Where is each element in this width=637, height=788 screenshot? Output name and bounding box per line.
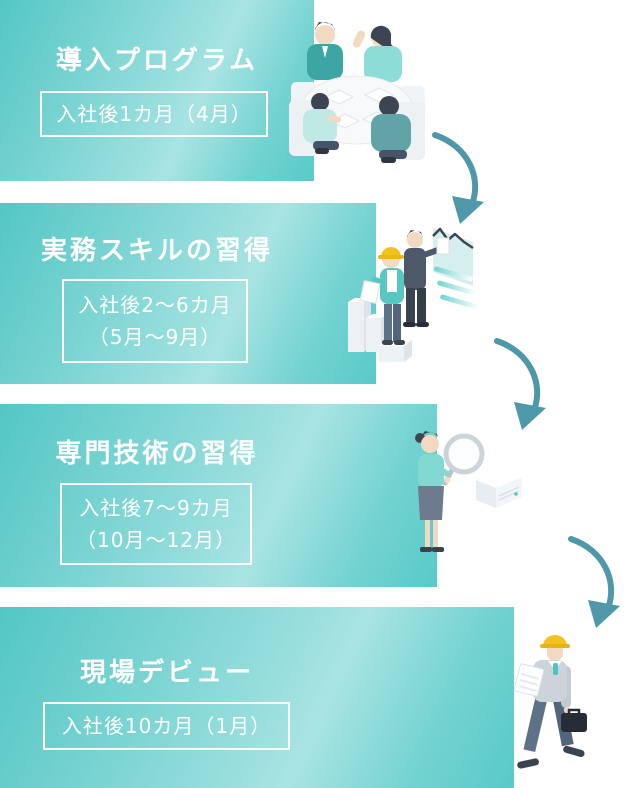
step-3-title: 専門技術の習得 (55, 439, 259, 469)
meeting-illustration (289, 22, 425, 163)
step-4-period-line: 入社後10カ月（1月） (61, 714, 272, 738)
step-3-period-line-2: （10月〜12月） (76, 528, 236, 552)
step-1-period-box: 入社後1カ月（4月） (40, 91, 268, 137)
step-3-period-box: 入社後7〜9カ月 （10月〜12月） (60, 483, 252, 565)
step-1-panel: 導入プログラム 入社後1カ月（4月） (0, 0, 314, 181)
curved-arrow-down-icon (568, 536, 620, 628)
site-worker-illustration (513, 635, 587, 769)
step-4-title: 現場デビュー (79, 658, 254, 688)
step-3-period-line-1: 入社後7〜9カ月 (79, 496, 233, 520)
step-2-period-box: 入社後2〜6カ月 （5月〜9月） (62, 279, 248, 363)
step-1-period-line: 入社後1カ月（4月） (56, 102, 252, 126)
step-4-panel: 現場デビュー 入社後10カ月（1月） (0, 607, 514, 788)
step-2-period-line-1: 入社後2〜6カ月 (78, 293, 232, 317)
step-1-title: 導入プログラム (55, 46, 259, 76)
step-2-title: 実務スキルの習得 (40, 236, 273, 266)
step-2-panel: 実務スキルの習得 入社後2〜6カ月 （5月〜9月） (0, 203, 376, 384)
step-2-period-line-2: （5月〜9月） (88, 325, 222, 349)
skill-training-illustration (348, 227, 479, 362)
curved-arrow-down-icon (494, 338, 546, 430)
equipment-inspection-illustration (415, 431, 522, 552)
step-4-period-box: 入社後10カ月（1月） (43, 702, 290, 750)
step-3-panel: 専門技術の習得 入社後7〜9カ月 （10月〜12月） (0, 404, 437, 587)
curved-arrow-down-icon (432, 132, 484, 224)
